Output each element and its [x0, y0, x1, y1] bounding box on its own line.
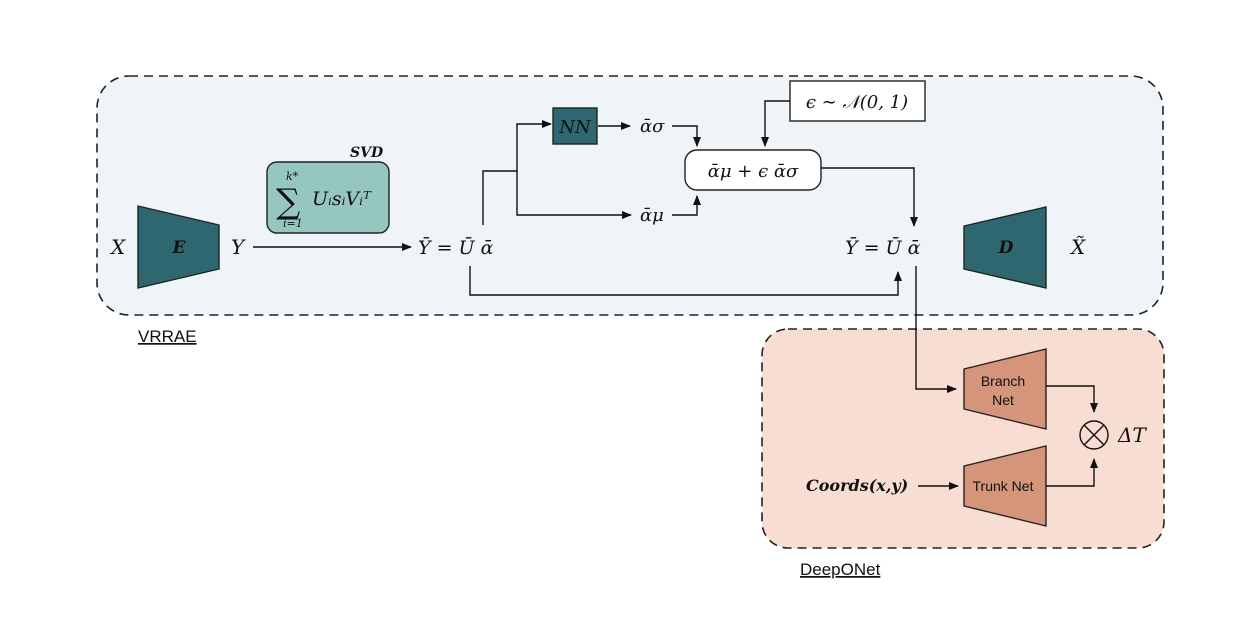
edge-ybar-up	[482, 170, 517, 225]
reparam-label: ᾱμ + ϵ ᾱσ	[708, 161, 799, 182]
branch-net-block	[963, 348, 1047, 430]
branch-net-label-line2: Net	[992, 392, 1014, 408]
vrrae-label: VRRAE	[138, 327, 197, 346]
svd-sum-lower: i=1	[283, 217, 303, 230]
edge-sigma-to-reparam	[672, 125, 701, 147]
edge-branch-to-otimes	[1046, 385, 1098, 413]
edge-branch-to-mu	[516, 171, 632, 219]
coords-label: Coords(x,y)	[806, 476, 908, 495]
latent-y-label: Y	[231, 235, 246, 259]
output-xtilde-label: X̃	[1069, 235, 1086, 259]
edge-ybar-to-branch	[915, 266, 957, 393]
edge-epsilon-to-reparam	[761, 100, 790, 147]
edge-trunk-to-otimes	[1046, 458, 1098, 487]
edge-mu-to-reparam	[672, 195, 701, 216]
alpha-sigma-label: ᾱσ	[640, 116, 665, 137]
reparam-block	[684, 149, 822, 191]
ybar-left: Ȳ = Ū ᾱ	[418, 236, 494, 259]
svd-title: SVD	[350, 145, 384, 161]
svd-expression: UᵢsᵢVᵢᵀ	[312, 188, 372, 210]
input-x-label: X	[109, 235, 126, 259]
trunk-net-block	[963, 445, 1047, 527]
encoder-label: E	[172, 238, 187, 258]
nn-block	[552, 107, 598, 145]
edge-reparam-to-ybar	[821, 167, 918, 227]
alpha-mu-label: ᾱμ	[640, 205, 664, 226]
vrrae-group	[96, 75, 1164, 316]
trunk-net-label: Trunk Net	[973, 478, 1034, 494]
encoder-block	[137, 205, 220, 289]
edge-branch-to-nn	[516, 120, 552, 171]
branch-net-label-line1: Branch	[981, 373, 1025, 389]
svd-sigma-icon: ∑	[276, 182, 300, 222]
epsilon-label: ϵ ∼ 𝒩(0, 1)	[806, 92, 908, 113]
ybar-right: Ȳ = Ū ᾱ	[845, 236, 921, 259]
svd-sum-upper: k*	[286, 170, 299, 183]
delta-t-label: ΔT	[1117, 423, 1147, 447]
decoder-label: D	[998, 238, 1014, 258]
svd-block	[266, 161, 390, 234]
edge-skip-ybar	[469, 266, 902, 296]
deeponet-group	[761, 328, 1165, 549]
otimes-icon	[1079, 420, 1109, 450]
nn-label: NN	[558, 117, 592, 138]
decoder-block	[963, 206, 1047, 289]
deeponet-label: DeepONet	[800, 560, 881, 579]
